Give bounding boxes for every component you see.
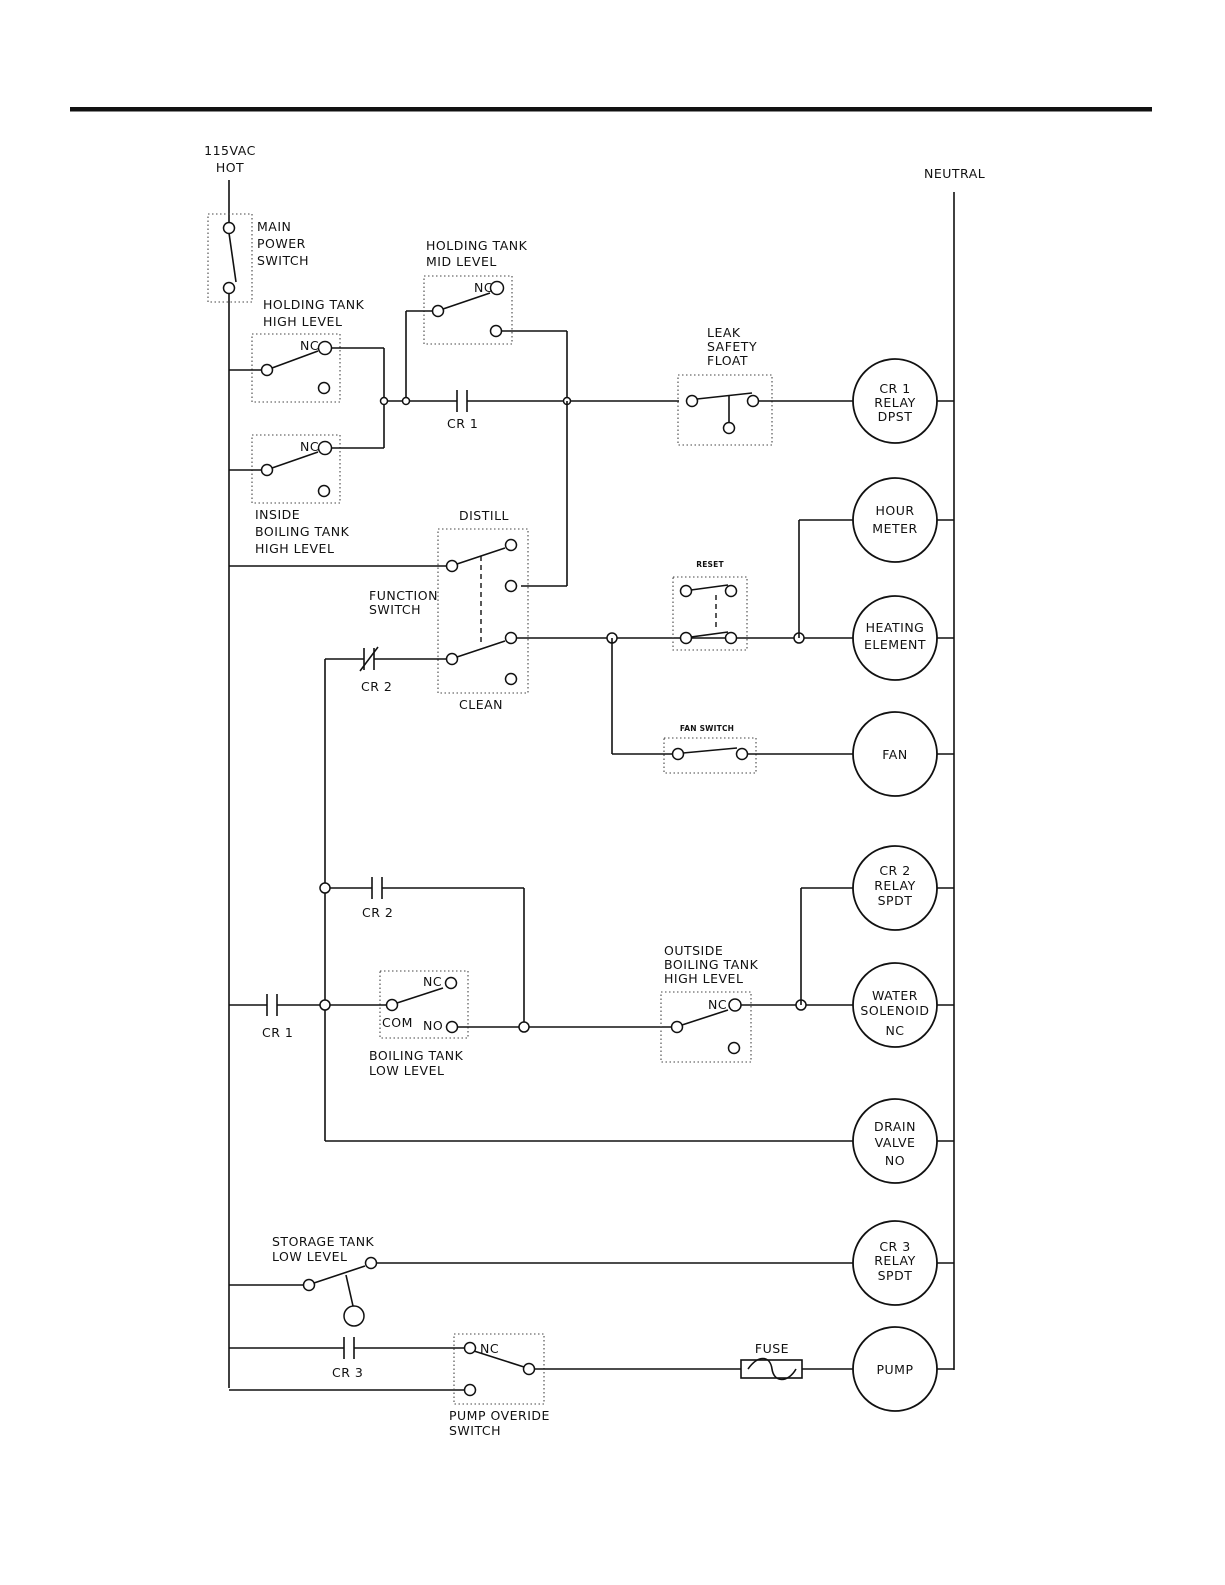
svg-text:MAIN: MAIN <box>257 219 291 234</box>
svg-text:HOUR: HOUR <box>875 503 914 518</box>
svg-text:SWITCH: SWITCH <box>257 253 309 268</box>
cr1-contact-lower: CR 1 <box>229 994 331 1040</box>
svg-text:RELAY: RELAY <box>874 878 916 893</box>
svg-text:NC: NC <box>708 997 727 1012</box>
svg-text:FAN: FAN <box>882 747 907 762</box>
svg-text:HOT: HOT <box>216 160 244 175</box>
svg-text:LOW LEVEL: LOW LEVEL <box>369 1063 444 1078</box>
leak-safety-float-switch: LEAK SAFETY FLOAT <box>677 325 853 446</box>
svg-text:RELAY: RELAY <box>874 395 916 410</box>
function-switch: DISTILL CLEAN FUNCTION SWITCH <box>229 508 853 712</box>
drain-valve: DRAIN VALVE NO <box>852 1098 954 1184</box>
svg-text:NC: NC <box>300 439 319 454</box>
svg-text:115VAC: 115VAC <box>204 143 256 158</box>
neutral-label: NEUTRAL <box>924 166 985 181</box>
cr2-relay-coil: CR 2 RELAY SPDT <box>852 845 954 931</box>
svg-text:NO: NO <box>885 1153 905 1168</box>
cr3-relay-coil: CR 3 RELAY SPDT <box>852 1220 954 1306</box>
svg-text:BOILING TANK: BOILING TANK <box>664 957 759 972</box>
svg-text:NC: NC <box>300 338 319 353</box>
svg-text:NC: NC <box>423 974 442 989</box>
svg-text:MID LEVEL: MID LEVEL <box>426 254 497 269</box>
svg-text:BOILING TANK: BOILING TANK <box>369 1048 464 1063</box>
header-rule <box>70 107 1152 112</box>
svg-text:SOLENOID: SOLENOID <box>860 1003 929 1018</box>
svg-text:METER: METER <box>872 521 917 536</box>
cr3-contact: CR 3 <box>229 1337 464 1391</box>
svg-text:HIGH LEVEL: HIGH LEVEL <box>664 971 743 986</box>
fan-switch: FAN SWITCH <box>663 724 853 774</box>
holding-tank-high-switch: NC HOLDING TANK HIGH LEVEL <box>229 297 384 403</box>
svg-text:NO: NO <box>423 1018 443 1033</box>
cr2-relay-branch-wiring <box>325 887 853 1142</box>
svg-text:RELAY: RELAY <box>874 1253 916 1268</box>
svg-text:RESET: RESET <box>696 560 724 569</box>
svg-text:SPDT: SPDT <box>878 893 913 908</box>
cr2-no-contact: CR 2 <box>319 877 525 1027</box>
cr2-nc-contact: CR 2 <box>324 646 447 1141</box>
svg-text:FUNCTION: FUNCTION <box>369 588 438 603</box>
svg-text:BOILING TANK: BOILING TANK <box>255 524 350 539</box>
pump-motor: PUMP <box>852 1326 954 1412</box>
svg-text:NC: NC <box>885 1023 904 1038</box>
svg-text:CR 1: CR 1 <box>447 416 478 431</box>
heating-element: HEATING ELEMENT <box>852 595 954 681</box>
svg-text:DRAIN: DRAIN <box>874 1119 916 1134</box>
water-solenoid: WATER SOLENOID NC <box>852 962 954 1048</box>
svg-text:HOLDING TANK: HOLDING TANK <box>263 297 365 312</box>
svg-text:CR 3: CR 3 <box>332 1365 363 1380</box>
hot-label: 115VAC HOT <box>204 143 256 175</box>
svg-text:ELEMENT: ELEMENT <box>864 637 926 652</box>
svg-text:SAFETY: SAFETY <box>707 339 757 354</box>
svg-text:HEATING: HEATING <box>866 620 925 635</box>
svg-text:NC: NC <box>480 1341 499 1356</box>
svg-text:SPDT: SPDT <box>878 1268 913 1283</box>
cr1-contact-upper: CR 1 <box>447 390 478 431</box>
holding-tank-mid-switch: NC HOLDING TANK MID LEVEL <box>405 238 568 401</box>
fuse: FUSE <box>740 1341 853 1381</box>
reset-switch: RESET <box>672 560 748 651</box>
svg-text:PUMP OVERIDE: PUMP OVERIDE <box>449 1408 550 1423</box>
svg-text:CR 1: CR 1 <box>262 1025 293 1040</box>
svg-text:CR 1: CR 1 <box>879 381 910 396</box>
heater-branch-wiring <box>606 519 853 755</box>
cr1-relay-coil: CR 1 RELAY DPST <box>852 358 954 444</box>
svg-text:NC: NC <box>474 280 493 295</box>
rung1-wiring <box>379 348 679 587</box>
svg-text:INSIDE: INSIDE <box>255 507 300 522</box>
svg-text:HIGH LEVEL: HIGH LEVEL <box>255 541 334 556</box>
svg-text:STORAGE TANK: STORAGE TANK <box>272 1234 375 1249</box>
svg-text:OUTSIDE: OUTSIDE <box>664 943 723 958</box>
svg-text:POWER: POWER <box>257 236 306 251</box>
svg-text:SWITCH: SWITCH <box>449 1423 501 1438</box>
svg-text:DPST: DPST <box>878 409 913 424</box>
svg-text:HIGH LEVEL: HIGH LEVEL <box>263 314 342 329</box>
svg-text:VALVE: VALVE <box>875 1135 916 1150</box>
svg-text:LOW LEVEL: LOW LEVEL <box>272 1249 347 1264</box>
pump-override-switch: NC PUMP OVERIDE SWITCH <box>449 1333 741 1438</box>
svg-text:LEAK: LEAK <box>707 325 741 340</box>
svg-text:CR 2: CR 2 <box>879 863 910 878</box>
svg-text:HOLDING TANK: HOLDING TANK <box>426 238 528 253</box>
main-power-switch: MAIN POWER SWITCH <box>207 213 309 303</box>
svg-text:CR 2: CR 2 <box>361 679 392 694</box>
svg-text:PUMP: PUMP <box>876 1362 913 1377</box>
svg-text:FAN SWITCH: FAN SWITCH <box>680 724 734 733</box>
boiling-tank-low-switch: NC COM NO BOILING TANK LOW LEVEL <box>330 970 672 1078</box>
hour-meter: HOUR METER <box>852 477 954 563</box>
svg-text:FUSE: FUSE <box>755 1341 789 1356</box>
svg-text:DISTILL: DISTILL <box>459 508 509 523</box>
fan-motor: FAN <box>852 711 954 797</box>
inside-boiling-tank-high-switch: NC INSIDE BOILING TANK HIGH LEVEL <box>229 434 384 556</box>
svg-text:COM: COM <box>382 1015 413 1030</box>
outside-boiling-tank-high-switch: NC OUTSIDE BOILING TANK HIGH LEVEL <box>660 943 853 1063</box>
svg-text:CR 2: CR 2 <box>362 905 393 920</box>
svg-text:FLOAT: FLOAT <box>707 353 748 368</box>
storage-tank-low-switch: STORAGE TANK LOW LEVEL <box>229 1234 853 1327</box>
svg-text:SWITCH: SWITCH <box>369 602 421 617</box>
svg-text:CR 3: CR 3 <box>879 1239 910 1254</box>
svg-text:CLEAN: CLEAN <box>459 697 503 712</box>
svg-text:WATER: WATER <box>872 988 918 1003</box>
